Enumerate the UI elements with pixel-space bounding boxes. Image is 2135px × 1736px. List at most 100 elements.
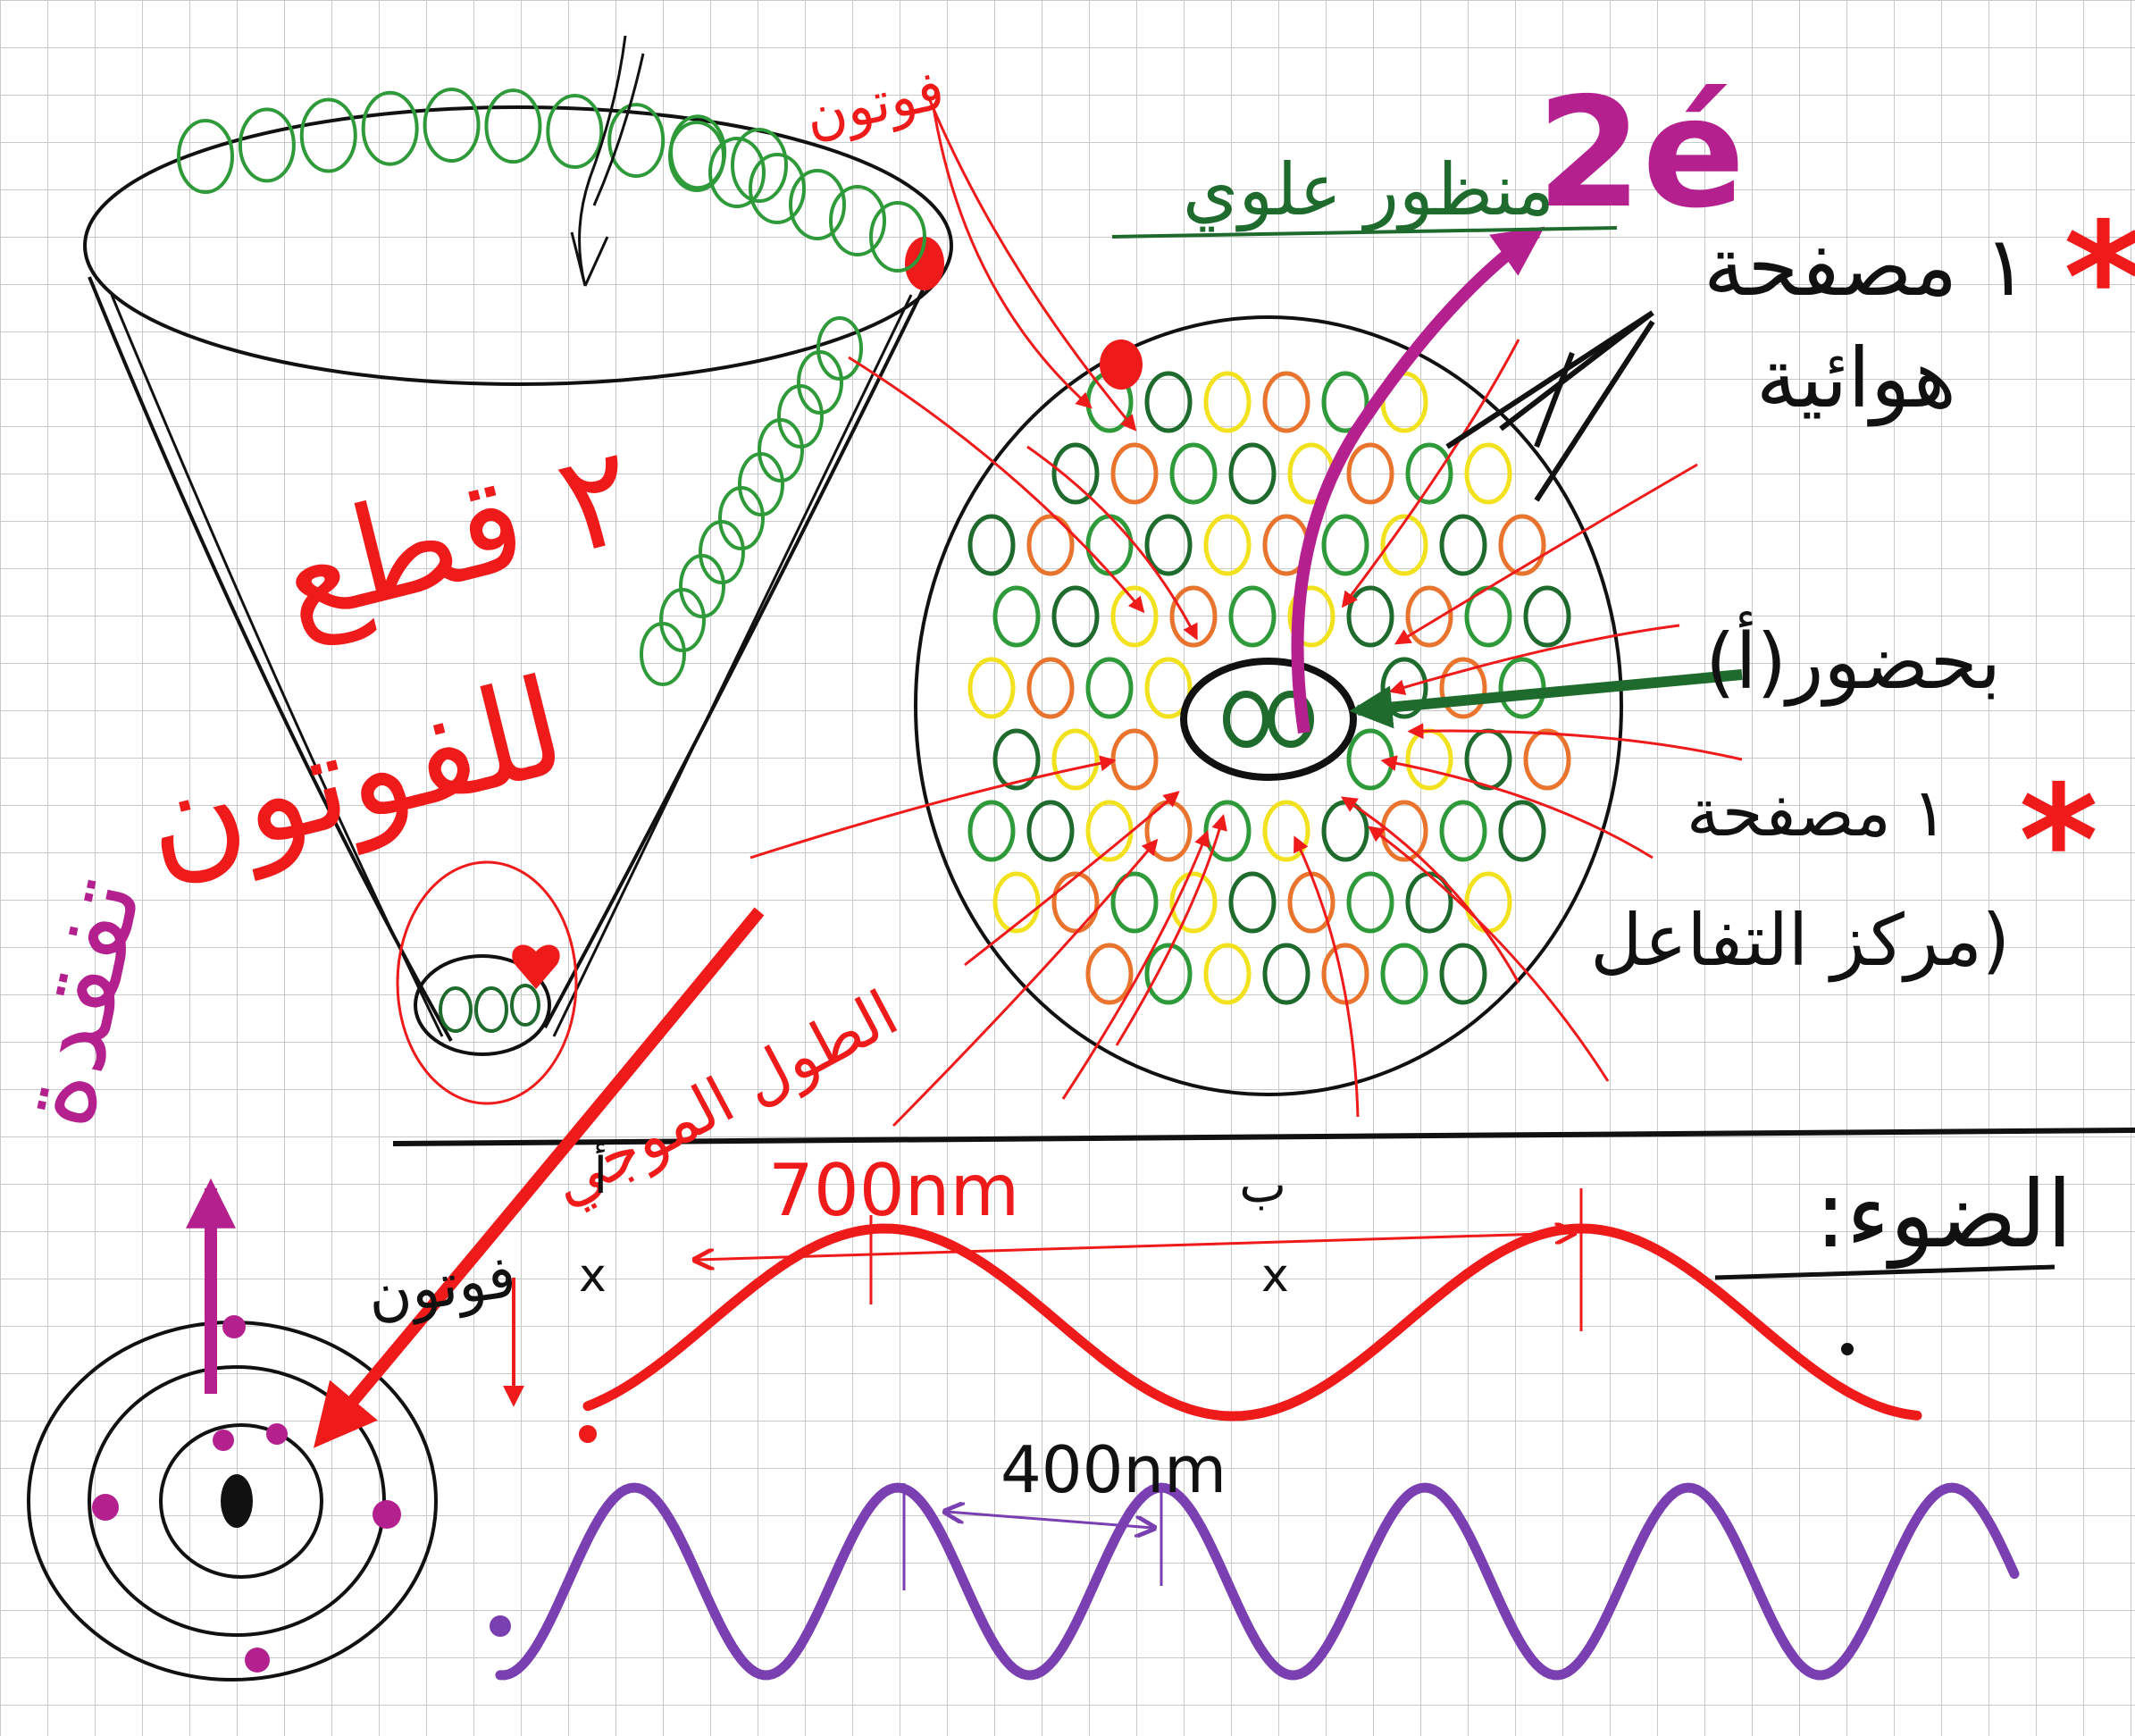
- pigment-ring: [1523, 728, 1571, 791]
- reaction-center-pigments: [1223, 691, 1314, 748]
- pigment-ring: [1439, 514, 1487, 576]
- red-wavelength-span: [697, 1233, 1572, 1260]
- pigment-ring: [992, 585, 1041, 648]
- pigment-ring: [1439, 800, 1487, 862]
- energy-transfer-arrow: [1115, 814, 1227, 1046]
- pigment-ring: [1380, 514, 1428, 576]
- energy-transfer-arrow: [1026, 445, 1198, 641]
- energy-transfer-arrow: [1341, 339, 1520, 608]
- pigment-ring: [1346, 442, 1394, 505]
- rim-pigment: [484, 88, 542, 164]
- cone-tip-pigments: [439, 984, 540, 1033]
- spiral-label-underline: [1111, 226, 1618, 239]
- pigment-ring: [1026, 514, 1075, 576]
- energy-transfer-arrow: [1294, 835, 1360, 1118]
- cone-left-side-2: [110, 294, 444, 1037]
- pigment-ring: [1262, 943, 1310, 1005]
- antenna-cone: [83, 35, 953, 1105]
- pigment-ring: [1169, 585, 1218, 648]
- energy-transfer-arrow: [749, 755, 1117, 860]
- mark-x-left: x: [579, 1249, 607, 1303]
- pigment-ring: [992, 728, 1041, 791]
- two-electrons-label: 2é: [1536, 65, 1746, 242]
- electron-exit-arrow: [1291, 226, 1545, 734]
- red-photon-dot-disc: [1100, 340, 1143, 390]
- pigment-ring: [1085, 943, 1134, 1005]
- pigment-ring: [1321, 514, 1369, 576]
- rim-pigment: [869, 201, 926, 273]
- pigment-ring: [967, 800, 1016, 862]
- antenna-label-line2: هوائية: [1756, 331, 1956, 427]
- rim-pigment: [731, 128, 788, 203]
- pigment-ring: [992, 871, 1041, 934]
- pigment-ring: [1287, 585, 1335, 648]
- pigment-ring: [1203, 514, 1252, 576]
- energy-transfer-arrow: [892, 838, 1159, 1128]
- pigment-ring: [1346, 585, 1394, 648]
- light-label: الضوء:: [1815, 1160, 2072, 1270]
- star-marker-1: *: [2064, 190, 2135, 367]
- rim-pigment: [299, 97, 357, 173]
- beam-label: بحضور(أ): [1705, 611, 2001, 707]
- pigment-ring: [1203, 371, 1252, 433]
- red-wavelength-value: 700nm: [768, 1149, 1019, 1232]
- pigment-ring: [1110, 871, 1159, 934]
- reaction-center-label-line1: ١ مصفحة: [1687, 775, 1947, 851]
- energy-transfer-arrow: [1380, 755, 1654, 860]
- violet-wavelength-value: 400nm: [1001, 1432, 1227, 1507]
- energy-transfer-arrow: [1340, 796, 1520, 984]
- rim-pigment: [668, 121, 725, 192]
- red-wave-start-dot: [579, 1425, 597, 1443]
- pigment-ring: [1405, 585, 1453, 648]
- cone-tip: [414, 954, 551, 1056]
- rim-pigment: [829, 185, 886, 256]
- pigment-ring: [1228, 442, 1277, 505]
- rim-pigment: [708, 137, 766, 208]
- pigment-ring: [1439, 943, 1487, 1005]
- pigment-ring: [1321, 371, 1369, 433]
- photon-heart-tip: [512, 944, 560, 989]
- rim-pigment: [238, 107, 296, 183]
- rim-pigment: [177, 119, 234, 194]
- pigment-ring: [1405, 442, 1453, 505]
- cone-right-side: [543, 267, 935, 1028]
- pigment-ring: [1203, 943, 1252, 1005]
- pigment-ring: [1498, 800, 1546, 862]
- photon-top-arrows: [927, 97, 1137, 432]
- pigment-ring: [1498, 514, 1546, 576]
- antenna-label-line1: ١ مصفحة: [1704, 219, 2028, 314]
- wave-crest-ticks: [869, 1188, 1583, 1590]
- pigment-ring: [1439, 657, 1487, 719]
- disc-outline: [914, 315, 1623, 1096]
- pigment-ring: [1523, 585, 1571, 648]
- pigment-ring: [967, 514, 1016, 576]
- pigment-ring: [1228, 871, 1277, 934]
- light-waves: [490, 226, 2055, 1681]
- energy-transfer-arrows: [749, 339, 1743, 1128]
- photon-drop-arrow: [570, 35, 645, 287]
- orbit-inner: [159, 1423, 323, 1579]
- pigment-ring: [1228, 585, 1277, 648]
- spiral-label: منظور علوي: [1183, 148, 1554, 232]
- pigment-ring: [1026, 657, 1075, 719]
- atom-nucleus: [221, 1474, 253, 1528]
- energy-transfer-arrow: [1388, 624, 1680, 696]
- pigment-ring: [1144, 514, 1193, 576]
- pigment-ring: [1380, 943, 1428, 1005]
- pigment-ring: [1464, 442, 1512, 505]
- energy-transfer-arrow: [1061, 830, 1210, 1100]
- pigment-ring: [1144, 943, 1193, 1005]
- violet-wavelength-span: [947, 1512, 1152, 1528]
- pigment-ring: [1169, 442, 1218, 505]
- rim-pigment: [789, 169, 846, 240]
- pigment-ring: [1262, 371, 1310, 433]
- reaction-center-label-line2: (مركز التفاعل: [1590, 899, 2010, 983]
- cone-rim: [83, 105, 953, 386]
- pigment-ring: [1026, 800, 1075, 862]
- pigment-ring: [1051, 728, 1100, 791]
- pigment-ring: [1110, 442, 1159, 505]
- dark-green-beam-arrow: [1349, 669, 1743, 729]
- rim-pigment: [423, 88, 481, 164]
- pigment-ring: [1144, 657, 1193, 719]
